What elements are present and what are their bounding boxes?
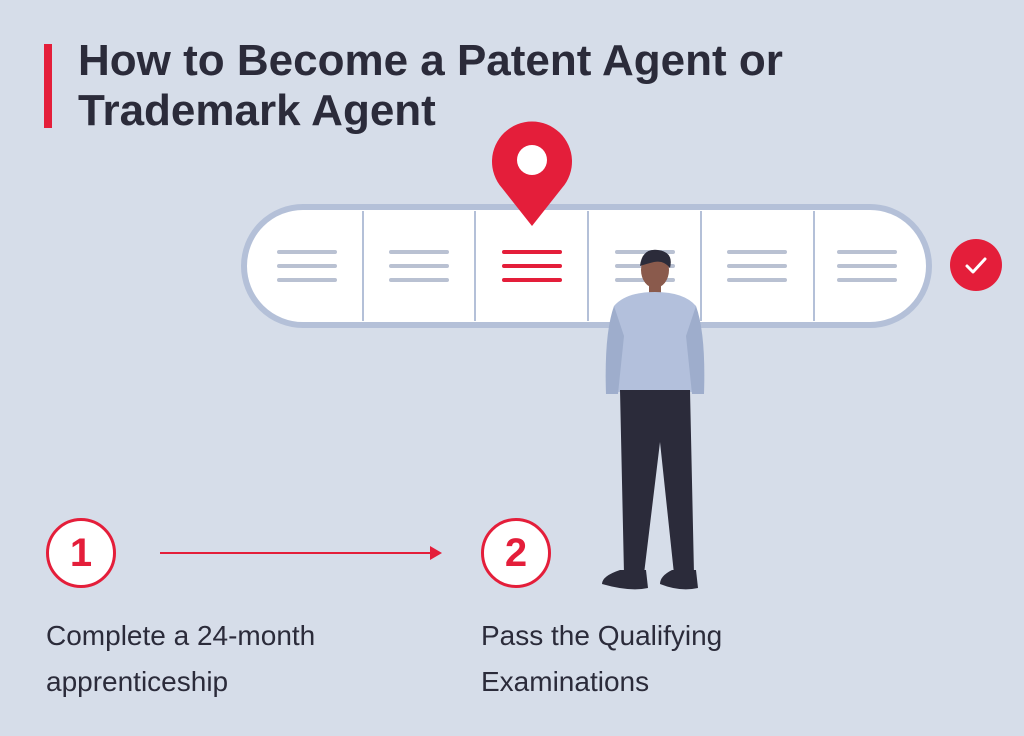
segment-6-lines-icon: [837, 250, 897, 282]
person-illustration: [602, 249, 705, 590]
step-2-badge: 2: [481, 518, 551, 588]
checkmark-icon: [965, 257, 987, 274]
step-2-line-2: Examinations: [481, 666, 650, 697]
step-2-description: Pass the Qualifying Examinations: [481, 613, 881, 705]
title-line-2: Trademark Agent: [78, 86, 436, 135]
segment-1-lines-icon: [277, 250, 337, 282]
segment-2-lines-icon: [389, 250, 449, 282]
progress-track: [241, 204, 932, 328]
page-title: How to Become a Patent Agent or Trademar…: [78, 36, 938, 136]
segment-5-lines-icon: [727, 250, 787, 282]
step-1-line-1: Complete a 24-month: [46, 620, 316, 651]
location-pin-icon: [492, 121, 572, 226]
step-1-line-2: apprenticeship: [46, 666, 229, 697]
step-2-line-1: Pass the Qualifying: [481, 620, 723, 651]
step-1-badge: 1: [46, 518, 116, 588]
completed-badge: [950, 239, 1002, 291]
arrow-right-icon: [160, 546, 442, 560]
segment-3-lines-icon-active: [502, 250, 562, 282]
title-accent-bar: [44, 44, 52, 128]
step-1-description: Complete a 24-month apprenticeship: [46, 613, 446, 705]
title-line-1: How to Become a Patent Agent or: [78, 36, 783, 85]
